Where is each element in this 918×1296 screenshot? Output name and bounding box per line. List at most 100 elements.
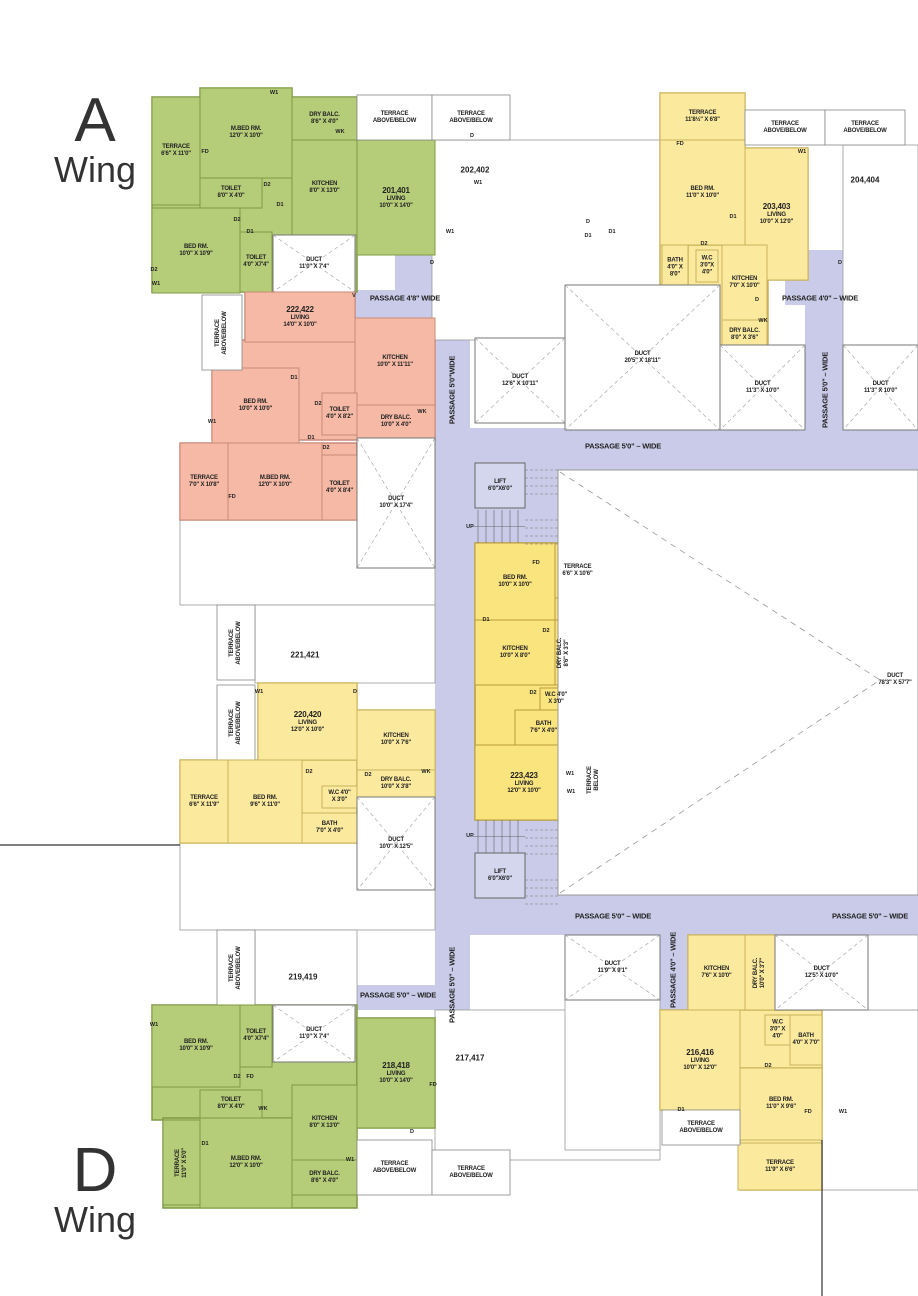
room-size: 4'0" X 7'0" (792, 1040, 820, 1046)
unit-number: 218,418 (382, 1061, 410, 1070)
room-name: DRY BALC. (753, 957, 759, 988)
door-window-tag: D2 (700, 241, 708, 247)
room-size: 8'0" X 4'0" (217, 1104, 245, 1110)
stair-up-label: UP (466, 833, 474, 839)
wing-letter: D (72, 1136, 118, 1205)
door-window-tag: D1 (276, 202, 284, 208)
room-size: 4'0" X 8'0" (667, 264, 683, 277)
room-size: 12'6" X 10'11" (501, 380, 539, 387)
room-size: 8'6" X 4'0" (310, 118, 339, 125)
apartment-outline (821, 1009, 918, 1191)
room-name: BED RM. (184, 243, 208, 250)
door-window-tag: D (838, 260, 842, 266)
room-name: TOILET (329, 480, 350, 487)
door-window-tag: W1 (345, 1157, 355, 1163)
passage-area (660, 935, 690, 1015)
room-terrace (216, 684, 256, 761)
unit-number: 201,401 (382, 185, 410, 195)
room-name: BED RM. (253, 794, 277, 801)
room-label-bed: BED RM.11'0" X 9'6" (741, 1097, 821, 1111)
room-size: ABOVE/BELOW (222, 310, 228, 355)
room-name: KITCHEN (383, 733, 409, 739)
room-size: 4'0" X7'4" (243, 1036, 269, 1042)
passage-label: PASSAGE 5'0"WIDE (447, 355, 457, 425)
room-size: 7'0" X 4'0" (315, 828, 344, 834)
room-wc (695, 249, 719, 283)
door-window-tag: W1 (207, 419, 217, 425)
room-terrace (659, 92, 746, 141)
room-size: 6'6" X 11'0" (161, 151, 191, 157)
room-size: 8'0" X 3'6" (730, 335, 759, 341)
room-name: TERRACE (229, 953, 235, 982)
room-kitchen (474, 619, 556, 686)
door-window-tag: D2 (263, 182, 271, 188)
door-window-tag: D1 (608, 229, 616, 235)
door-window-tag: D2 (364, 772, 372, 778)
door-window-tag: W1 (445, 229, 455, 235)
room-size: X 3'0" (331, 797, 348, 803)
duct-cross-line (559, 471, 881, 681)
room-size: 6'0"X6'0" (487, 485, 513, 492)
room-name: DRY BALC. (729, 328, 760, 334)
passage-label: PASSAGE 5'0" – WIDE (820, 351, 830, 429)
passage-label: PASSAGE 5'0" – WIDE (447, 946, 457, 1024)
room-label-dry: DRY BALC.8'0" X 3'6" (723, 328, 766, 342)
room-name: LIVING (767, 212, 786, 218)
room-living (659, 1009, 741, 1111)
unit-number: 220,420 (293, 709, 322, 719)
room-size: ABOVE/BELOW (372, 117, 417, 124)
room-size: 12'0" X 10'0" (507, 787, 541, 794)
room-size: 4'0" X7'4" (243, 262, 269, 268)
wing-d-label: D Wing (50, 1136, 140, 1240)
room-size: 7'0" X 10'8" (188, 481, 220, 488)
room-size: 3'0" X 4'0" (769, 1026, 786, 1040)
room-size: 10'0" X 14'0" (379, 202, 413, 209)
room-name: BATH (667, 257, 683, 263)
room-name: TERRACE (563, 563, 592, 570)
door-window-tag: D (410, 1129, 414, 1135)
room-size: 7'6" X 10'0" (701, 972, 732, 979)
room-terrace (737, 1142, 823, 1191)
room-size: 4'0" X 8'2" (325, 414, 354, 420)
room-name: DUCT (306, 256, 322, 263)
room-terrace (744, 109, 826, 146)
room-name: LIVING (690, 1058, 710, 1064)
room-label-bed: BED RM.10'0" X 10'9" (153, 1039, 239, 1053)
door-window-tag: W1 (565, 771, 575, 777)
door-window-tag: D (586, 219, 590, 225)
wing-word: Wing (53, 149, 137, 190)
room-name: TERRACE (687, 1120, 715, 1127)
duct-cross-line (774, 934, 869, 1011)
room-name: W.C 4'0" (328, 790, 351, 796)
room-bath (789, 1014, 823, 1066)
room-size: 8'0" X 13'0" (309, 187, 340, 194)
apartment-outline (564, 999, 661, 1151)
room-name: DRY BALC. (309, 1170, 340, 1177)
wing-a-label: A Wing (50, 90, 140, 190)
room-size: 11'0" X 7'4" (299, 263, 329, 270)
room-name: BATH (535, 720, 552, 727)
door-window-tag: WK (335, 129, 345, 135)
room-size: ABOVE/BELOW (449, 117, 493, 124)
